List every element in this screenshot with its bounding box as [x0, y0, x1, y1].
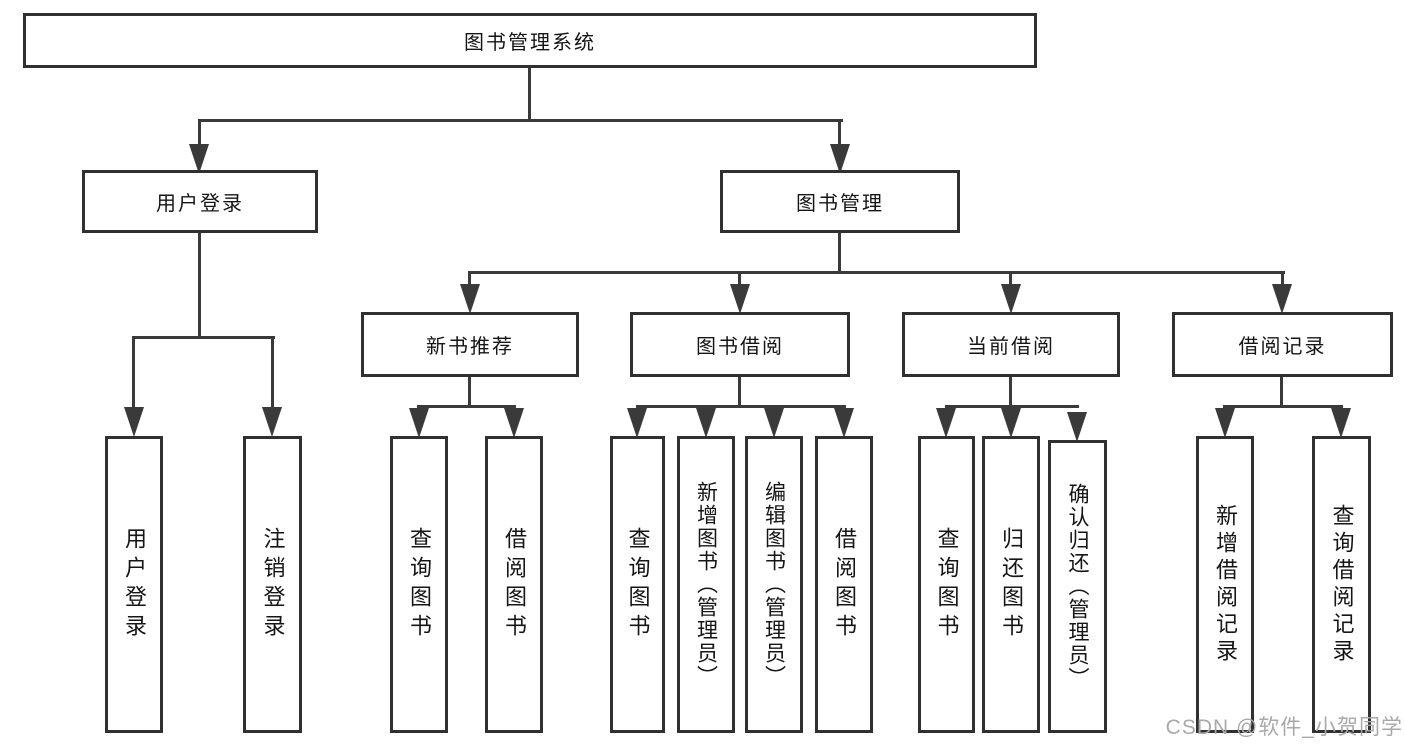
arrowhead-down	[124, 407, 144, 437]
leaf-borrow-book: 借阅图书	[815, 436, 873, 733]
connector-line	[738, 377, 741, 405]
connector-line	[468, 271, 471, 284]
leaf-query-book-borrow: 查询图书	[610, 436, 665, 733]
arrowhead-down	[1001, 284, 1021, 314]
arrowhead-down	[627, 408, 647, 438]
connector-line	[271, 336, 274, 407]
connector-line	[417, 405, 516, 408]
arrowhead-down	[764, 408, 784, 438]
connector-line	[198, 119, 201, 146]
arrowhead-down	[460, 284, 480, 314]
connector-line	[945, 405, 1079, 408]
leaf-logout: 注销登录	[243, 436, 302, 733]
node-book-management: 图书管理	[720, 170, 960, 233]
node-book-borrow: 图书借阅	[630, 312, 850, 377]
arrowhead-down	[1067, 412, 1087, 442]
arrowhead-down	[262, 407, 282, 437]
csdn-watermark: CSDN @软件_小贺同学	[1165, 716, 1403, 739]
arrowhead-down	[730, 284, 750, 314]
connector-line	[198, 119, 843, 122]
arrowhead-down	[1001, 408, 1021, 438]
connector-line	[198, 233, 201, 336]
arrowhead-down	[834, 408, 854, 438]
connector-line	[1223, 405, 1343, 408]
connector-line	[838, 119, 841, 146]
connector-line	[1009, 377, 1012, 405]
leaf-add-borrow-record: 新增借阅记录	[1196, 436, 1254, 733]
connector-line	[1009, 271, 1012, 284]
node-current-borrow: 当前借阅	[902, 312, 1120, 377]
leaf-borrow-book-recommend: 借阅图书	[485, 436, 543, 733]
leaf-edit-book-admin: 编辑图书（管理员）	[745, 436, 803, 733]
connector-line	[468, 271, 1285, 274]
arrowhead-down	[936, 408, 956, 438]
leaf-query-borrow-record: 查询借阅记录	[1312, 436, 1371, 733]
arrowhead-down	[504, 408, 524, 438]
arrowhead-down	[409, 408, 429, 438]
connector-line	[132, 336, 275, 339]
node-borrow-record: 借阅记录	[1172, 312, 1393, 377]
arrowhead-down	[1272, 284, 1292, 314]
node-root: 图书管理系统	[23, 13, 1037, 68]
leaf-add-book-admin: 新增图书（管理员）	[677, 436, 735, 733]
connector-line	[468, 377, 471, 405]
arrowhead-down	[1215, 408, 1235, 438]
leaf-confirm-return-admin: 确认归还（管理员）	[1048, 440, 1107, 733]
arrowhead-down	[696, 408, 716, 438]
leaf-user-login: 用户登录	[105, 436, 163, 733]
connector-line	[528, 68, 531, 119]
connector-line	[1280, 377, 1283, 405]
node-user-login: 用户登录	[82, 170, 318, 233]
arrowhead-down	[189, 144, 209, 174]
connector-line	[838, 233, 841, 271]
leaf-query-book-current: 查询图书	[918, 436, 975, 733]
node-new-book-recommend: 新书推荐	[361, 312, 579, 377]
arrowhead-down	[1331, 408, 1351, 438]
connector-line	[738, 271, 741, 284]
connector-line	[1281, 271, 1284, 284]
connector-line	[132, 336, 135, 407]
leaf-query-book-recommend: 查询图书	[390, 436, 448, 733]
arrowhead-down	[830, 144, 850, 174]
leaf-return-book: 归还图书	[982, 436, 1040, 733]
connector-line	[636, 405, 846, 408]
